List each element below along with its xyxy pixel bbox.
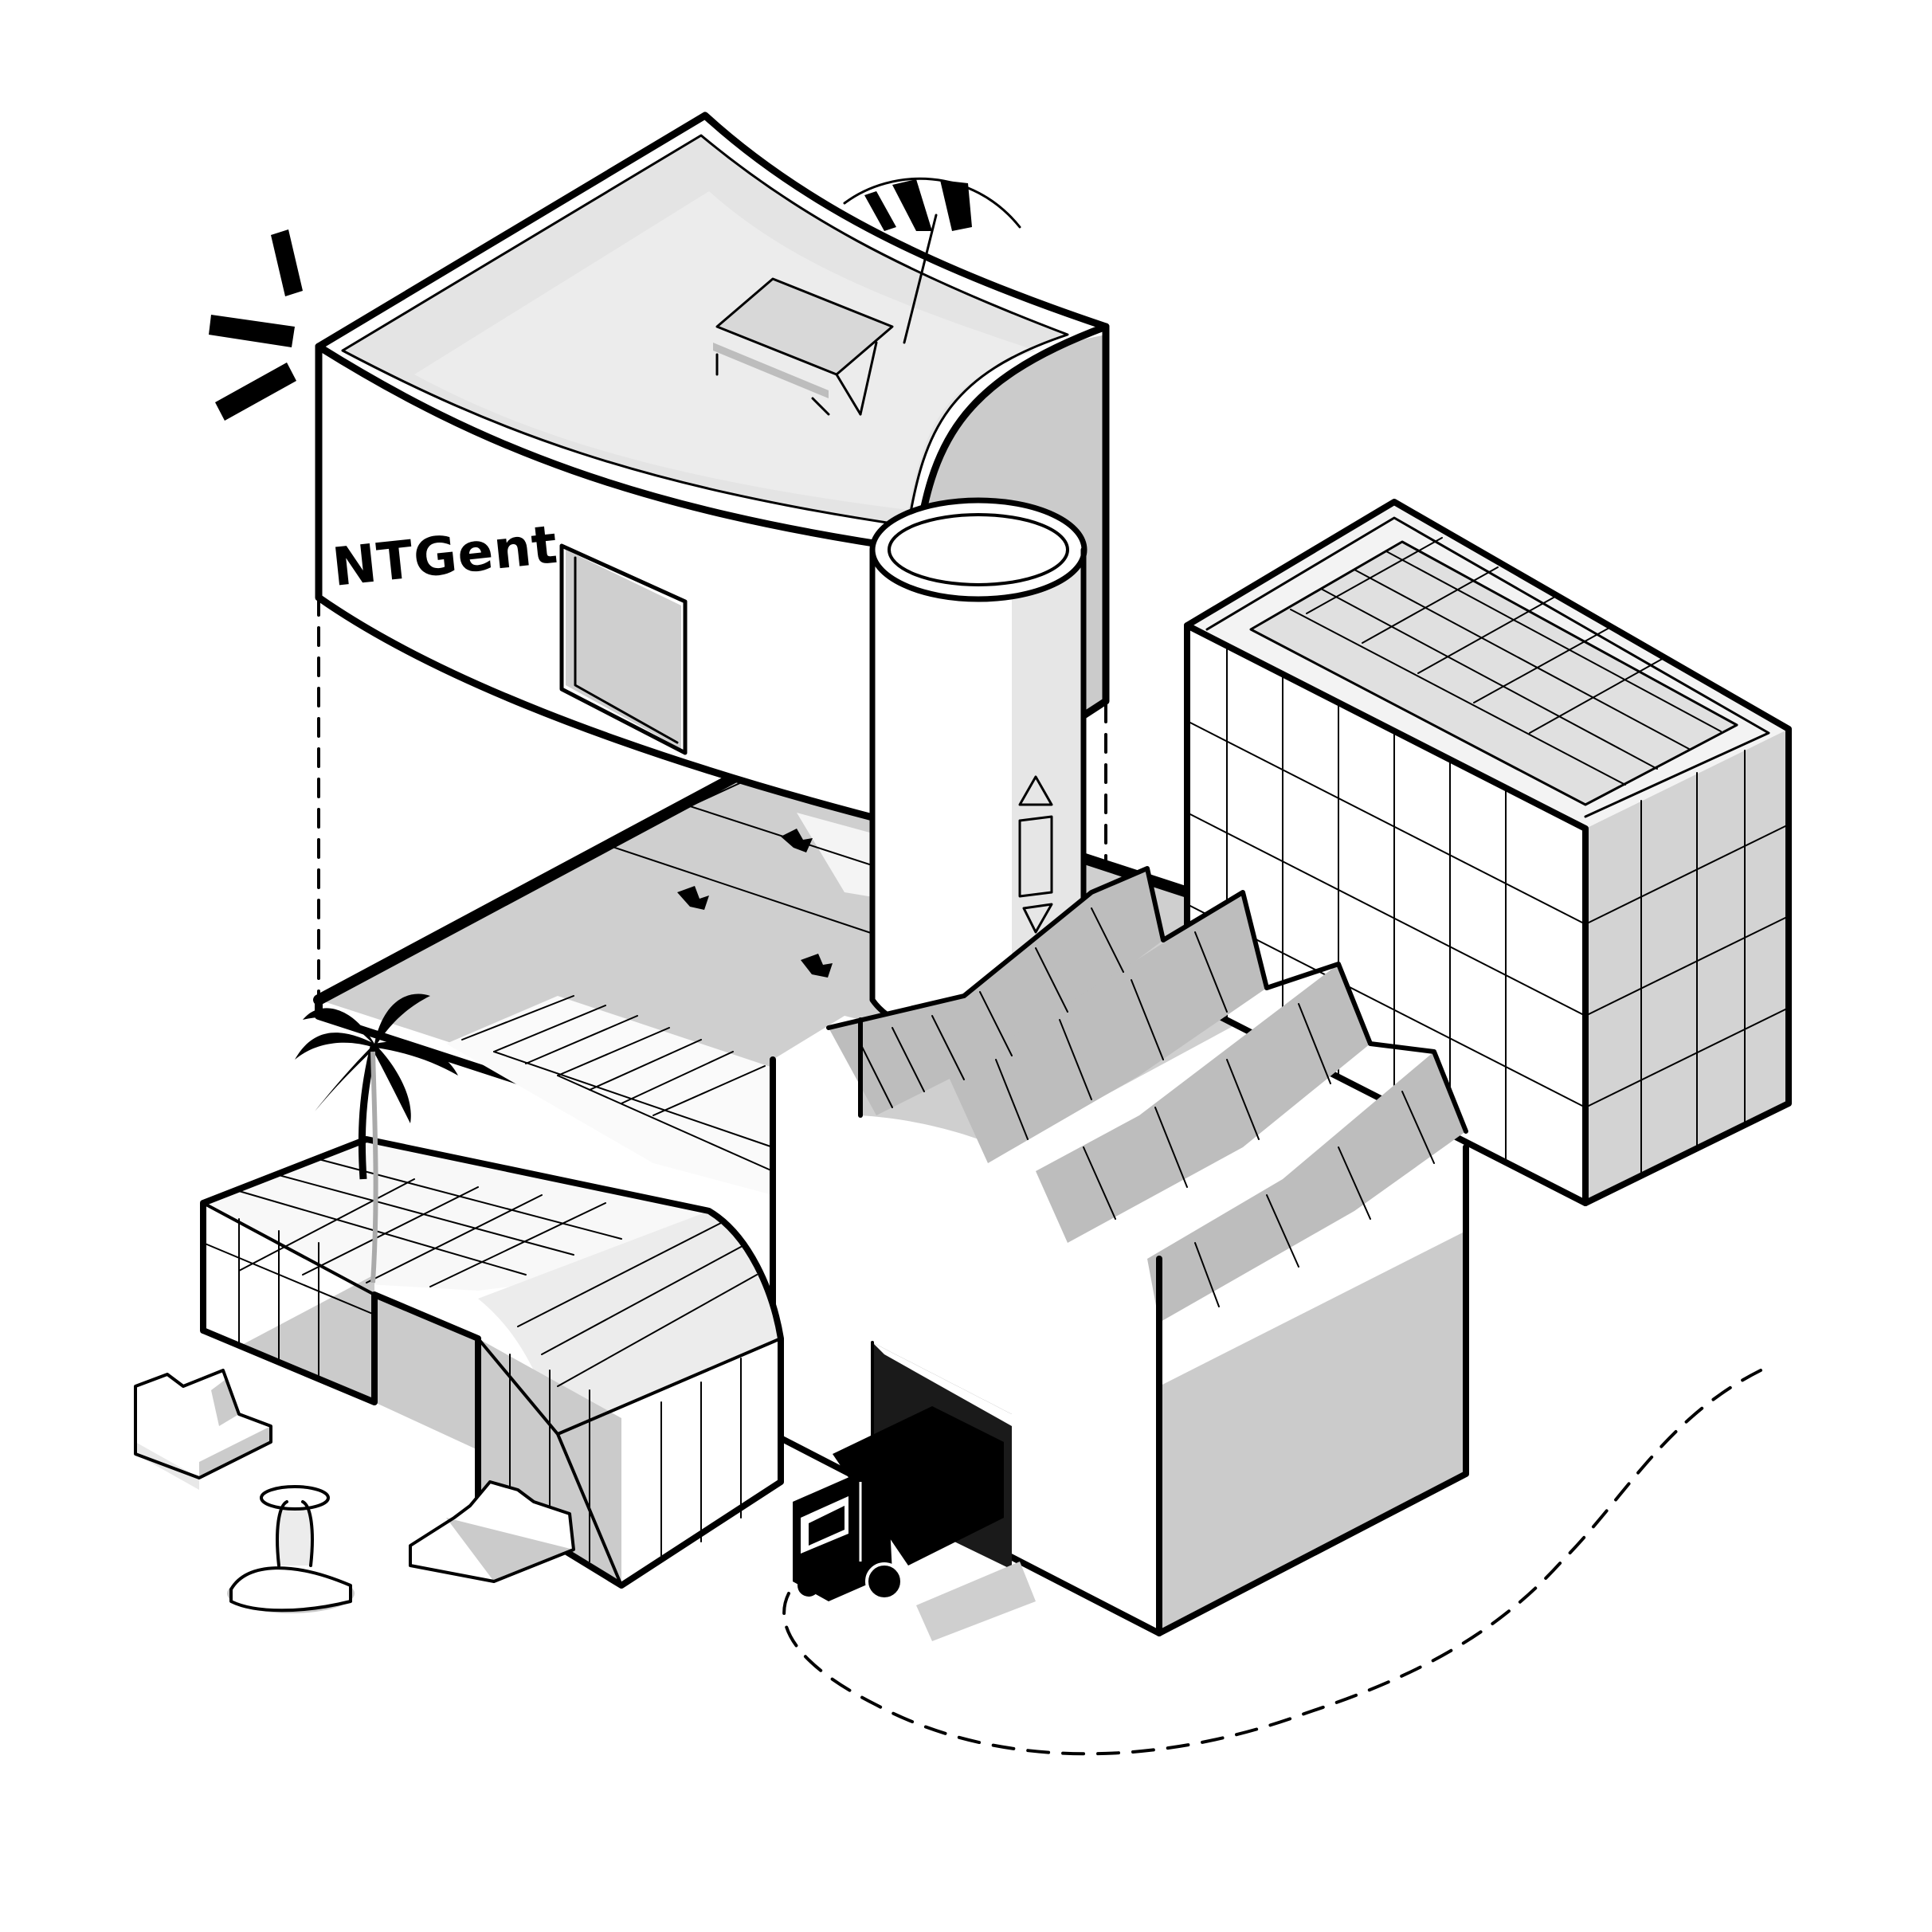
solar-building — [1184, 499, 1792, 1206]
palm-tree-icon — [295, 993, 458, 1283]
bird-icon — [677, 886, 709, 910]
decor-block-icon — [409, 1480, 575, 1583]
fountain-icon — [227, 1485, 355, 1613]
dashed-path — [782, 1369, 1762, 1756]
decor-block-icon — [134, 1369, 272, 1490]
bird-icon — [801, 954, 833, 978]
bird-icon — [781, 829, 813, 852]
parasol-icon — [843, 177, 1021, 344]
sawtooth-roof — [829, 868, 1466, 1323]
picnic-table-icon — [713, 277, 894, 416]
staircase — [446, 995, 774, 1195]
solar-panel-icon — [1249, 537, 1738, 806]
burst-lines-icon — [209, 229, 303, 421]
chimney-arrows-icon — [1018, 775, 1053, 934]
truck-icon — [793, 1406, 1036, 1641]
floating-theatre-box: NTGent — [209, 112, 1110, 833]
greenhouse — [200, 1136, 784, 1589]
